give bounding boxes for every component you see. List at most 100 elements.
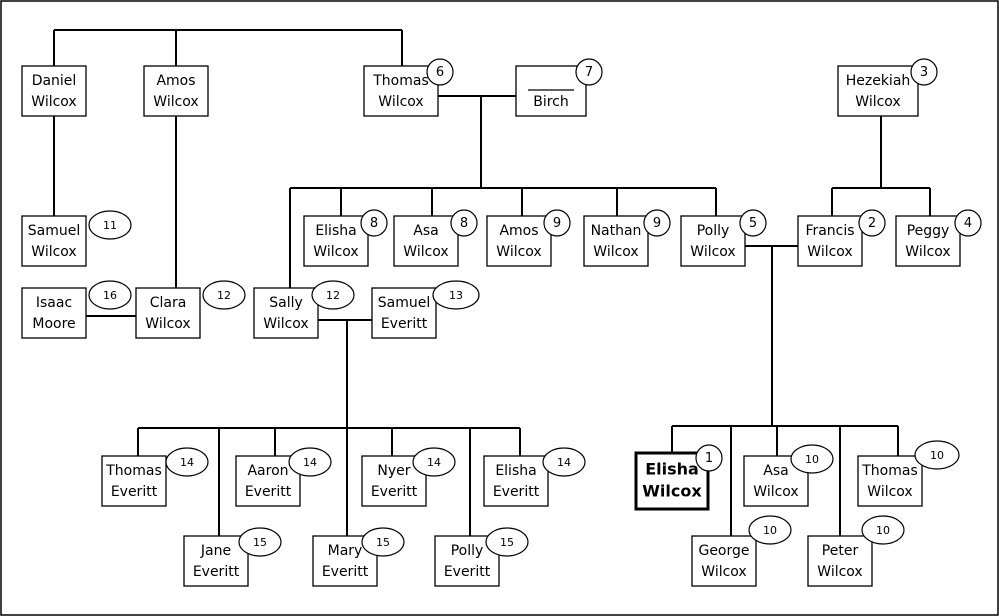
first-name: Thomas — [372, 73, 429, 89]
person-number-badge — [432, 280, 480, 310]
person-number: 16 — [103, 289, 117, 302]
person-number-badge — [88, 210, 132, 240]
first-name: Polly — [451, 543, 484, 559]
person-box — [857, 455, 923, 507]
last-name: Everitt — [371, 484, 418, 500]
person-box — [183, 535, 249, 587]
person-box — [21, 287, 87, 339]
last-name: Wilcox — [690, 244, 735, 260]
last-name: Wilcox — [31, 244, 76, 260]
person-number-badge — [748, 515, 792, 545]
person-box — [583, 215, 649, 267]
person-box — [21, 65, 87, 117]
person-number-badge — [288, 447, 332, 477]
person-box — [371, 287, 437, 339]
first-name: Thomas — [105, 463, 162, 479]
person-box — [101, 455, 167, 507]
first-name: Aaron — [247, 463, 288, 479]
person-number-badge — [165, 447, 209, 477]
first-name: Daniel — [32, 73, 77, 89]
person-number-badge — [790, 444, 834, 474]
person-number-badge — [575, 58, 603, 86]
person-number: 12 — [326, 289, 340, 302]
last-name: Wilcox — [496, 244, 541, 260]
last-name: Wilcox — [145, 316, 190, 332]
person-number-badge — [360, 209, 388, 237]
first-name: Samuel — [378, 295, 430, 311]
person-number: 14 — [557, 456, 571, 469]
last-name: Wilcox — [642, 482, 702, 501]
first-name: Mary — [328, 543, 363, 559]
person-box — [483, 455, 549, 507]
first-name: Elisha — [495, 463, 536, 479]
person-box — [515, 65, 587, 117]
person-box — [393, 215, 459, 267]
person-box — [303, 215, 369, 267]
person-number: 9 — [653, 216, 661, 231]
person-number-badge — [311, 280, 355, 310]
first-name: Hezekiah — [846, 73, 911, 89]
first-name: Thomas — [861, 463, 918, 479]
person-number: 4 — [964, 216, 972, 231]
first-name: Polly — [697, 223, 730, 239]
first-name: Asa — [413, 223, 438, 239]
person-number-badge — [739, 209, 767, 237]
first-name: Clara — [150, 295, 187, 311]
person-number: 2 — [868, 216, 876, 231]
person-number: 3 — [920, 65, 928, 80]
person-box — [691, 535, 757, 587]
first-name: Isaac — [36, 295, 72, 311]
person-number-badge — [426, 58, 454, 86]
person-number-badge — [910, 58, 938, 86]
person-box — [797, 215, 863, 267]
last-name: Wilcox — [867, 484, 912, 500]
person-number: 15 — [376, 536, 390, 549]
person-number: 8 — [370, 216, 378, 231]
person-box — [807, 535, 873, 587]
person-number-badge — [238, 527, 282, 557]
person-box — [135, 287, 201, 339]
connector-lines — [53, 29, 931, 536]
person-number: 6 — [436, 65, 444, 80]
person-number: 15 — [253, 536, 267, 549]
person-number: 14 — [427, 456, 441, 469]
person-number: 5 — [749, 216, 757, 231]
last-name: Birch — [533, 94, 569, 110]
person-box — [363, 65, 439, 117]
person-box — [837, 65, 919, 117]
person-number: 10 — [805, 453, 819, 466]
last-name: Wilcox — [403, 244, 448, 260]
first-name: George — [698, 543, 749, 559]
last-name: Wilcox — [378, 94, 423, 110]
person-number: 15 — [500, 536, 514, 549]
last-name: Moore — [32, 316, 75, 332]
last-name: Wilcox — [313, 244, 358, 260]
person-number-badge — [450, 209, 478, 237]
first-name: Amos — [156, 73, 195, 89]
person-number: 12 — [217, 289, 231, 302]
person-nodes: DanielWilcoxAmosWilcoxThomasWilcox6Birch… — [21, 58, 982, 587]
person-number-badge — [485, 527, 529, 557]
first-name: Amos — [499, 223, 538, 239]
person-number: 14 — [180, 456, 194, 469]
person-number: 1 — [705, 451, 713, 466]
person-number: 8 — [460, 216, 468, 231]
first-name: Elisha — [645, 460, 699, 479]
first-name: Francis — [805, 223, 854, 239]
